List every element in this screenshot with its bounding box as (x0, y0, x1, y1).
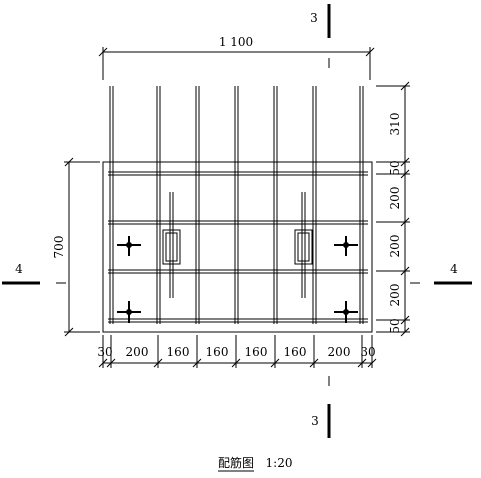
dimension-bottom-chain: 30 200 160 160 160 160 200 30 (97, 335, 377, 368)
lifting-rod-right (294, 192, 313, 298)
vertical-rebar (195, 86, 200, 324)
dimension-bottom-label: 160 (167, 345, 190, 359)
anchor-cross-bottom-left (117, 301, 141, 323)
section-mark-right: 4 (410, 262, 472, 285)
lifting-rod-left (162, 192, 181, 298)
section-mark-bottom-label: 3 (311, 414, 319, 428)
vertical-rebar (109, 86, 114, 324)
anchor-cross-top-right (334, 236, 358, 256)
dimension-bottom-label: 30 (97, 345, 112, 359)
dimension-left-overall: 700 (52, 157, 100, 337)
dimension-top-overall-label: 1 100 (219, 35, 253, 49)
horizontal-rebar (108, 220, 368, 225)
horizontal-rebar (108, 269, 368, 274)
vertical-rebar (312, 86, 317, 324)
section-mark-top-label: 3 (310, 11, 318, 25)
vertical-rebar (359, 86, 364, 324)
dimension-top-extension-label: 310 (388, 113, 402, 136)
dimension-right-label: 200 (388, 235, 402, 258)
dimension-bottom-label: 30 (360, 345, 375, 359)
dimension-right-label: 200 (388, 284, 402, 307)
section-mark-bottom: 3 (311, 376, 331, 438)
horizontal-rebar (108, 318, 368, 323)
dimension-right-label: 50 (388, 160, 402, 175)
anchor-cross-top-left (117, 236, 141, 256)
dimension-left-overall-label: 700 (52, 236, 66, 259)
dimension-bottom-label: 160 (284, 345, 307, 359)
horizontal-rebars (108, 171, 368, 323)
dimension-top-overall: 1 100 (98, 35, 375, 80)
dimension-bottom-label: 200 (126, 345, 149, 359)
dimension-right-chain: 310 50 200 200 200 50 (376, 81, 410, 337)
section-mark-left: 4 (2, 262, 66, 285)
drawing-scale-text: 1:20 (266, 456, 293, 470)
section-mark-left-label: 4 (15, 262, 23, 276)
drawing-title-text: 配筋图 (218, 455, 254, 470)
vertical-rebar (273, 86, 278, 324)
vertical-rebars (109, 86, 364, 324)
section-mark-right-label: 4 (450, 262, 458, 276)
vertical-rebar (156, 86, 161, 324)
section-mark-top: 3 (310, 4, 331, 68)
dimension-right-label: 50 (388, 318, 402, 333)
drawing-title: 配筋图 1:20 (218, 455, 293, 472)
dimension-right-label: 200 (388, 187, 402, 210)
dimension-bottom-label: 160 (245, 345, 268, 359)
dimension-bottom-label: 200 (328, 345, 351, 359)
dimension-bottom-label: 160 (206, 345, 229, 359)
vertical-rebar (234, 86, 239, 324)
anchor-cross-bottom-right (334, 301, 358, 323)
horizontal-rebar (108, 171, 368, 176)
